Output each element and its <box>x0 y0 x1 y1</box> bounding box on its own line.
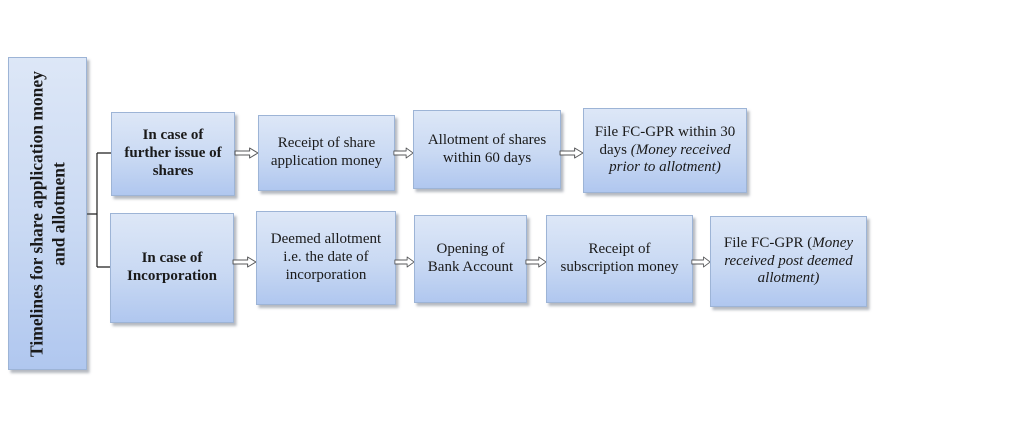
flow-arrow-icon <box>393 147 414 159</box>
step-label-italic: (Money received prior to allotment) <box>609 141 731 176</box>
step-box-receipt-share-application-money: Receipt of share application money <box>258 115 395 191</box>
step-label: Receipt of share application money <box>270 135 383 169</box>
step-label: Allotment of shares within 60 days <box>427 131 547 166</box>
step-label: File FC-GPR (Money received post deemed … <box>723 234 854 287</box>
step-box-receipt-subscription-money: Receipt of subscription money <box>546 215 693 303</box>
category-box-further-issue: In case of further issue of shares <box>111 112 235 196</box>
step-box-opening-bank-account: Opening of Bank Account <box>414 215 527 303</box>
flow-arrow-icon <box>525 256 547 268</box>
step-box-deemed-allotment: Deemed allotment i.e. the date of incorp… <box>256 211 396 305</box>
step-label: Deemed allotment i.e. the date of incorp… <box>270 231 382 283</box>
vertical-title-box: Timelines for share application money an… <box>8 57 87 370</box>
category-box-incorporation: In case of Incorporation <box>110 213 234 323</box>
step-box-allotment-within-60-days: Allotment of shares within 60 days <box>413 110 561 189</box>
step-box-file-fcgpr-30-days: File FC-GPR within 30 days (Money receiv… <box>583 108 747 193</box>
flow-arrow-icon <box>559 147 584 159</box>
category-label: In case of further issue of shares <box>124 127 222 179</box>
flow-arrow-icon <box>234 147 259 159</box>
step-label: Opening of Bank Account <box>427 241 514 275</box>
step-label: File FC-GPR within 30 days (Money receiv… <box>594 123 736 176</box>
flow-arrow-icon <box>232 256 257 268</box>
step-label: Receipt of subscription money <box>560 241 679 275</box>
step-box-file-fcgpr-post-deemed-allotment: File FC-GPR (Money received post deemed … <box>710 216 867 307</box>
flow-arrow-icon <box>691 256 711 268</box>
category-label: In case of Incorporation <box>127 250 217 284</box>
flow-arrow-icon <box>394 256 415 268</box>
diagram-title: Timelines for share application money an… <box>25 70 68 357</box>
step-label-italic: Money received post deemed allotment) <box>724 234 854 287</box>
